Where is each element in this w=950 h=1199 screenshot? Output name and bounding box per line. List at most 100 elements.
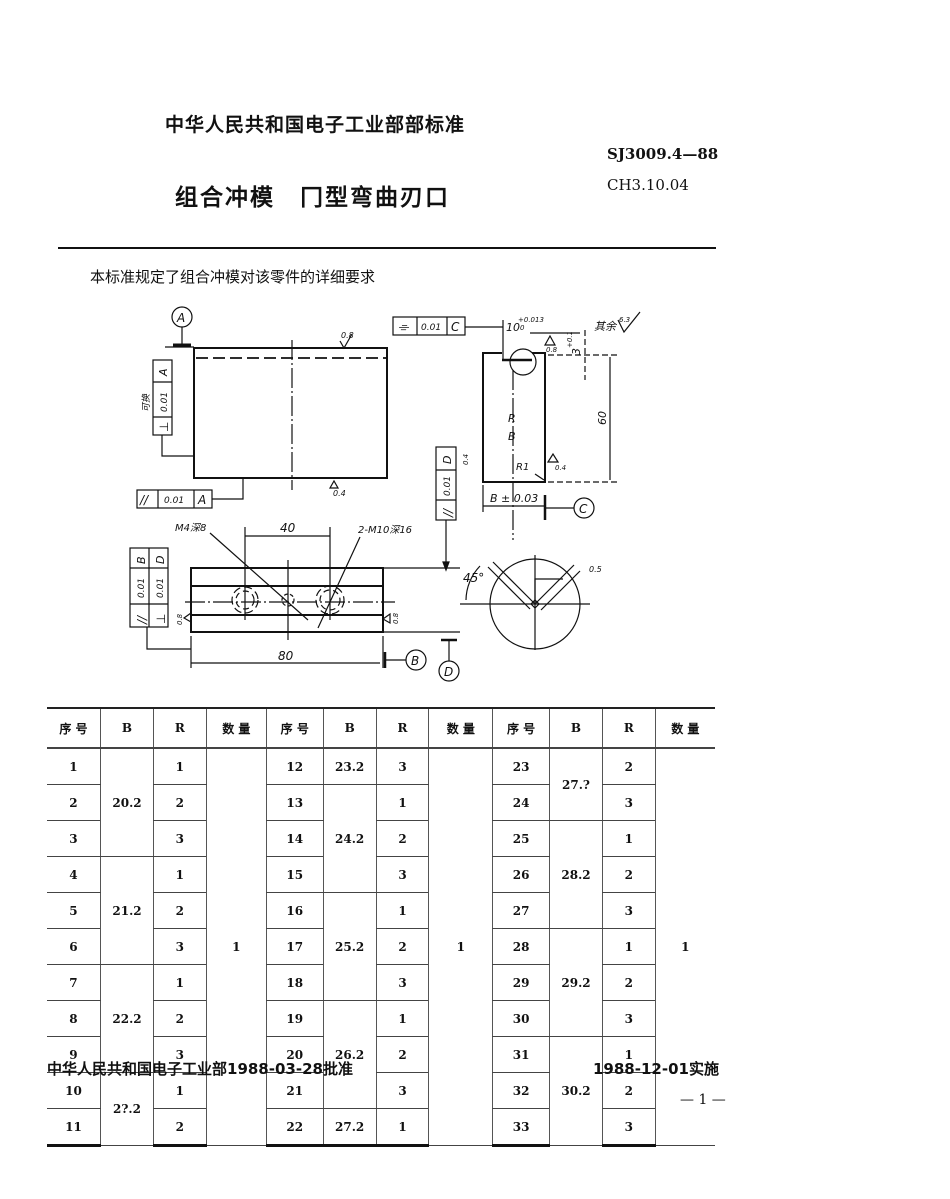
r-cell: 2: [602, 856, 656, 893]
seq-cell: 6: [47, 928, 101, 965]
b-cell: 22.2: [99, 964, 154, 1073]
svg-text://: //: [135, 614, 149, 625]
seq-cell: 18: [265, 964, 324, 1001]
svg-text:6.3: 6.3: [619, 316, 630, 324]
r-cell: 2: [153, 892, 207, 929]
seq-cell: 22: [265, 1108, 324, 1147]
seq-cell: 8: [47, 1000, 101, 1037]
r-cell: 1: [375, 784, 429, 821]
seq-cell: 32: [492, 1072, 550, 1109]
issuing-organization: 中华人民共和国电子工业部部标准: [165, 114, 466, 136]
seq-cell: 2: [47, 784, 101, 821]
r-cell: 2: [375, 820, 429, 857]
seq-cell: 13: [265, 784, 324, 821]
col-header: B: [548, 707, 603, 749]
col-header: R: [602, 707, 656, 749]
col-header: 数 量: [654, 707, 715, 749]
col-header: 序 号: [47, 707, 101, 749]
b-cell: 26.2: [322, 1000, 377, 1109]
datum-a-label: A: [176, 311, 185, 325]
m4-hole-label: M4深8: [175, 522, 206, 534]
seq-cell: 7: [47, 964, 101, 1001]
b-cell: 29.2: [548, 928, 603, 1037]
parallelism-icon: //: [139, 493, 150, 507]
fcf-datum: A: [157, 368, 170, 377]
svg-text:0: 0: [520, 324, 525, 332]
dim-05: 0.5: [589, 565, 602, 574]
b-cell: 27.2: [322, 1108, 377, 1147]
r-cell: 2: [602, 1072, 656, 1109]
datum-d-label: D: [444, 665, 453, 679]
r-cell: 1: [153, 856, 207, 893]
qty-cell: 1: [428, 748, 493, 1146]
page-number: — 1 —: [680, 1092, 726, 1108]
label-r: R: [508, 412, 516, 425]
qty-cell: 1: [654, 748, 715, 1146]
seq-cell: 28: [492, 928, 550, 965]
r-cell: 1: [153, 1072, 207, 1109]
r-cell: 2: [602, 964, 656, 1001]
qty-cell: 1: [205, 748, 267, 1146]
col-header: B: [322, 707, 377, 749]
r-cell: 2: [153, 1000, 207, 1037]
col-header: R: [153, 707, 207, 749]
b-cell: 2?.2: [99, 1072, 154, 1146]
label-b: B: [508, 430, 516, 443]
dim-60: 60: [596, 411, 609, 425]
seq-cell: 11: [47, 1108, 101, 1147]
angle-45: 45°: [463, 571, 484, 585]
front-view: 40 M4深8 2-M10深16 80 B D B D 0.01 0.01 //…: [129, 521, 460, 682]
section-view: ⌯ 0.01 C 10 +0.013 0 0.8 3 +0.1 其余 6.3 6…: [392, 311, 641, 572]
r-cell: 2: [375, 1036, 429, 1073]
m10-hole-label: 2-M10深16: [358, 524, 412, 536]
svg-text:0.8: 0.8: [392, 612, 400, 624]
datum-c-label: C: [579, 502, 588, 516]
seq-cell: 24: [492, 784, 550, 821]
dim-80: 80: [278, 649, 294, 663]
technical-drawing: A A 0.01 ⊥ 可换 // 0.01 A 0.8 0.4 ⌯: [129, 306, 641, 682]
svg-text:0.4: 0.4: [555, 464, 566, 472]
dim-b: B ± 0.03: [490, 492, 538, 505]
r-cell: 3: [602, 784, 656, 821]
seq-cell: 5: [47, 892, 101, 929]
seq-cell: 25: [492, 820, 550, 857]
sub-code: CH3.10.04: [607, 176, 689, 194]
r-cell: 3: [375, 856, 429, 893]
svg-text:0.01: 0.01: [443, 476, 453, 496]
svg-text:D: D: [154, 556, 167, 564]
svg-text:⊥: ⊥: [154, 614, 168, 624]
seq-cell: 23: [492, 748, 550, 785]
document-title: 组合冲模 冂型弯曲刃口: [175, 185, 450, 211]
fcf-tolerance: 0.01: [160, 392, 170, 412]
dim-3: 3: [570, 348, 583, 355]
r-cell: 3: [153, 1036, 207, 1073]
r-cell: 1: [602, 1036, 656, 1073]
svg-text:0.01: 0.01: [156, 578, 166, 598]
r-cell: 2: [153, 784, 207, 821]
dim-40: 40: [280, 521, 296, 535]
svg-text:0.4: 0.4: [333, 489, 346, 498]
svg-text:0.01: 0.01: [164, 496, 184, 506]
seq-cell: 12: [265, 748, 324, 785]
seq-cell: 19: [265, 1000, 324, 1037]
seq-cell: 20: [265, 1036, 324, 1073]
seq-cell: 26: [492, 856, 550, 893]
seq-cell: 29: [492, 964, 550, 1001]
r-cell: 1: [602, 928, 656, 965]
b-cell: 20.2: [99, 748, 154, 857]
detail-circle: [509, 348, 537, 376]
svg-text:0.01: 0.01: [421, 323, 441, 333]
symmetry-icon: ⌯: [398, 320, 410, 335]
datum-b-label: B: [411, 654, 419, 668]
seq-cell: 3: [47, 820, 101, 857]
r-cell: 3: [153, 820, 207, 857]
r-cell: 3: [375, 1072, 429, 1109]
